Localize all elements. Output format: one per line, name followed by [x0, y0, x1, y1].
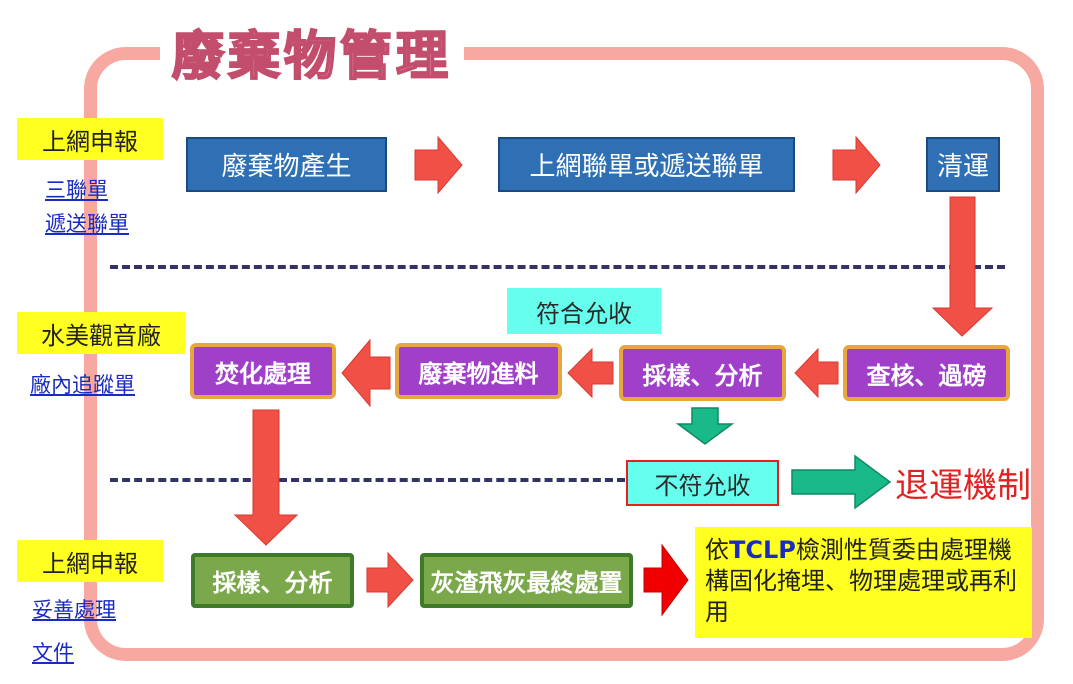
- arrow-left-icon: [794, 347, 839, 399]
- link-proper-treatment[interactable]: 妥善處理: [32, 598, 116, 622]
- section-label-online-report-2: 上網申報: [17, 540, 163, 582]
- return-mechanism: 退運機制: [895, 466, 1031, 506]
- arrow-right-icon: [791, 454, 892, 510]
- arrow-right-icon: [643, 543, 689, 617]
- arrow-right-icon: [366, 551, 414, 609]
- note-text: 檢測性質委由處理機構固化掩埋、物理處理或再利用: [705, 536, 1017, 626]
- accepted-label: 符合允收: [507, 288, 661, 334]
- step-incineration: 焚化處理: [190, 343, 336, 399]
- arrow-left-icon: [567, 347, 614, 399]
- page-title: 廢棄物管理: [160, 16, 465, 88]
- rejected-label: 不符允收: [626, 460, 779, 506]
- step-sampling-analysis: 採樣、分析: [619, 345, 786, 401]
- step-ash-final-disposal: 灰渣飛灰最終處置: [420, 553, 633, 608]
- arrow-down-icon: [233, 409, 299, 546]
- arrow-right-icon: [832, 135, 881, 195]
- step-waste-generation: 廢棄物產生: [186, 137, 387, 192]
- step-transport: 清運: [926, 137, 1000, 192]
- arrow-down-icon: [931, 196, 994, 337]
- section-divider-1: [110, 265, 1005, 269]
- tclp-note: 依TCLP檢測性質委由處理機構固化掩埋、物理處理或再利用: [695, 527, 1032, 638]
- arrow-left-icon: [341, 338, 391, 408]
- section-label-plant: 水美觀音廠: [17, 312, 185, 354]
- arrow-down-icon: [675, 407, 735, 445]
- section-divider-2: [110, 478, 625, 482]
- step-online-manifest: 上網聯單或遞送聯單: [498, 137, 795, 192]
- note-tclp: TCLP: [729, 536, 796, 564]
- link-plant-tracking[interactable]: 廠內追蹤單: [30, 373, 135, 397]
- step-waste-feeding: 廢棄物進料: [395, 343, 562, 399]
- section-label-online-report: 上網申報: [17, 118, 163, 160]
- link-triplicate-manifest[interactable]: 三聯單: [45, 178, 108, 202]
- step-ash-sampling: 採樣、分析: [191, 553, 354, 608]
- arrow-right-icon: [414, 135, 463, 195]
- link-document[interactable]: 文件: [32, 641, 74, 665]
- link-transfer-manifest[interactable]: 遞送聯單: [45, 212, 129, 236]
- step-inspect-weigh: 查核、過磅: [843, 345, 1010, 401]
- note-prefix: 依: [705, 536, 729, 564]
